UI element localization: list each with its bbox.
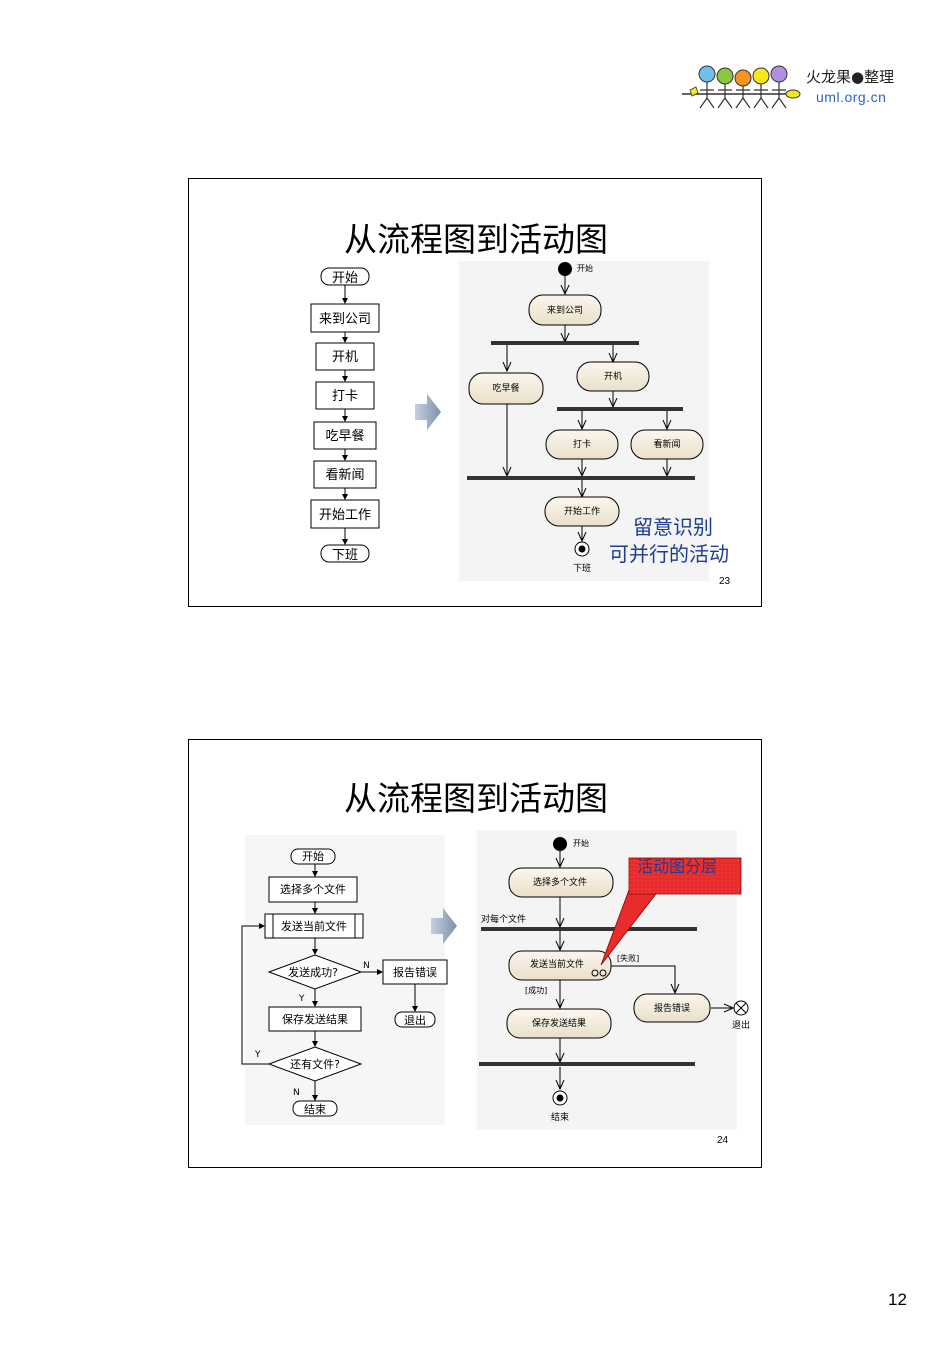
flow-end-label: 下班 — [332, 548, 358, 563]
flow-send-label: 发送当前文件 — [281, 919, 347, 933]
flow-news-label: 看新闻 — [325, 467, 364, 483]
flow-end-terminal — [292, 1100, 338, 1117]
activity-breakfast-label: 吃早餐 — [492, 382, 519, 394]
flow-box-boot — [315, 342, 375, 371]
flow-decision-more — [267, 1046, 363, 1082]
logo-url: uml.org.cn — [816, 89, 887, 105]
activity-select — [508, 867, 614, 898]
activity-error — [633, 993, 711, 1023]
slide-number: 23 — [719, 576, 731, 587]
activity-end-label: 下班 — [573, 562, 591, 574]
flow-box-clockin — [315, 381, 375, 410]
guard-success-label: [成功] — [525, 985, 547, 995]
activity-start-label: 开始 — [573, 838, 589, 848]
activity-end-label: 结束 — [551, 1111, 569, 1123]
fork-bar — [557, 407, 683, 411]
flow-work-label: 开始工作 — [319, 508, 371, 523]
logo-title: 火龙果●整理 — [806, 68, 895, 86]
activity-exit-label: 退出 — [732, 1019, 750, 1031]
slide-23: 从流程图到活动图 开始 — [188, 178, 762, 607]
flow-no-label: N — [293, 1088, 300, 1098]
activity-breakfast — [468, 372, 544, 405]
slide-24-diagrams: 开始 选择多个文件 发送当前文件 发送成功? 报告错误 退出 保存发送结果 还有… — [241, 830, 750, 1130]
flow-start-terminal — [290, 848, 336, 865]
activity-start-label: 开始 — [577, 263, 593, 273]
transform-arrow-icon — [431, 908, 457, 944]
activity-start-node — [553, 837, 567, 851]
flow-end-terminal — [320, 544, 370, 563]
rake-icon — [591, 969, 607, 977]
flow-boot-label: 开机 — [332, 350, 358, 365]
flow-box-news — [313, 460, 377, 489]
exit-node-icon — [733, 1000, 749, 1016]
activity-boot-label: 开机 — [604, 370, 622, 382]
flow-save-label: 保存发送结果 — [282, 1012, 348, 1026]
note-line-1: 留意识别 — [633, 515, 713, 539]
activity-arrive — [528, 294, 602, 326]
flow-box-arrive — [310, 303, 380, 333]
activity-boot — [576, 361, 650, 392]
activity-news-label: 看新闻 — [653, 438, 680, 450]
note-line-2: 可并行的活动 — [609, 542, 729, 566]
slide-title: 从流程图到活动图 — [344, 220, 608, 259]
slide-number: 24 — [717, 1135, 729, 1146]
flow-start-label: 开始 — [332, 271, 358, 286]
activity-news — [630, 429, 704, 460]
fork-bar — [491, 341, 639, 345]
activity-each-label: 对每个文件 — [481, 913, 526, 925]
activity-clockin-label: 打卡 — [573, 438, 591, 450]
flow-success-label: 发送成功? — [288, 965, 338, 979]
activity-error-label: 报告错误 — [654, 1002, 690, 1014]
activity-work — [544, 496, 620, 527]
flow-exit-label: 退出 — [404, 1013, 426, 1027]
logo-figures-icon — [682, 65, 801, 109]
activity-start-node — [558, 262, 572, 276]
flow-select-label: 选择多个文件 — [280, 882, 346, 896]
activity-save-label: 保存发送结果 — [532, 1017, 586, 1029]
activity-send-label: 发送当前文件 — [530, 958, 584, 970]
join-bar — [479, 1062, 695, 1066]
page-number: 12 — [888, 1290, 907, 1309]
transform-arrow-icon — [415, 394, 441, 430]
flow-clockin-label: 打卡 — [332, 389, 358, 404]
flow-more-label: 还有文件? — [290, 1057, 340, 1071]
callout-text: 活动图分层 — [637, 858, 718, 876]
slide-23-diagrams: 开始 来到公司 开机 打卡 吃早餐 看新闻 开始工作 下班 开始 — [310, 261, 709, 581]
activity-save — [506, 1008, 612, 1039]
activity-send — [508, 950, 612, 981]
fork-bar — [481, 927, 697, 931]
flow-arrive-label: 来到公司 — [319, 312, 371, 327]
flow-box-send — [264, 913, 364, 939]
callout-shape — [600, 857, 742, 966]
slide-title: 从流程图到活动图 — [344, 779, 608, 818]
guard-fail-label: [失败] — [617, 953, 639, 963]
flow-yes-label: Y — [254, 1050, 261, 1060]
flow-start-label: 开始 — [302, 849, 324, 863]
flow-box-select — [268, 876, 358, 903]
activity-arrive-label: 来到公司 — [547, 304, 583, 316]
activity-select-label: 选择多个文件 — [533, 876, 587, 888]
flow-box-breakfast — [313, 421, 377, 450]
flow-box-save — [268, 1006, 362, 1032]
flow-end-label: 结束 — [304, 1103, 326, 1116]
activity-clockin — [545, 429, 619, 460]
flow-error-label: 报告错误 — [393, 965, 437, 979]
flow-box-error — [382, 959, 448, 985]
activity-work-label: 开始工作 — [564, 505, 600, 517]
flow-exit-terminal — [394, 1011, 436, 1028]
slide-24: 从流程图到活动图 — [188, 739, 762, 1168]
flow-yes-label: Y — [298, 994, 305, 1004]
join-bar — [467, 476, 695, 480]
flow-no-label: N — [363, 961, 370, 971]
flow-breakfast-label: 吃早餐 — [325, 428, 364, 444]
